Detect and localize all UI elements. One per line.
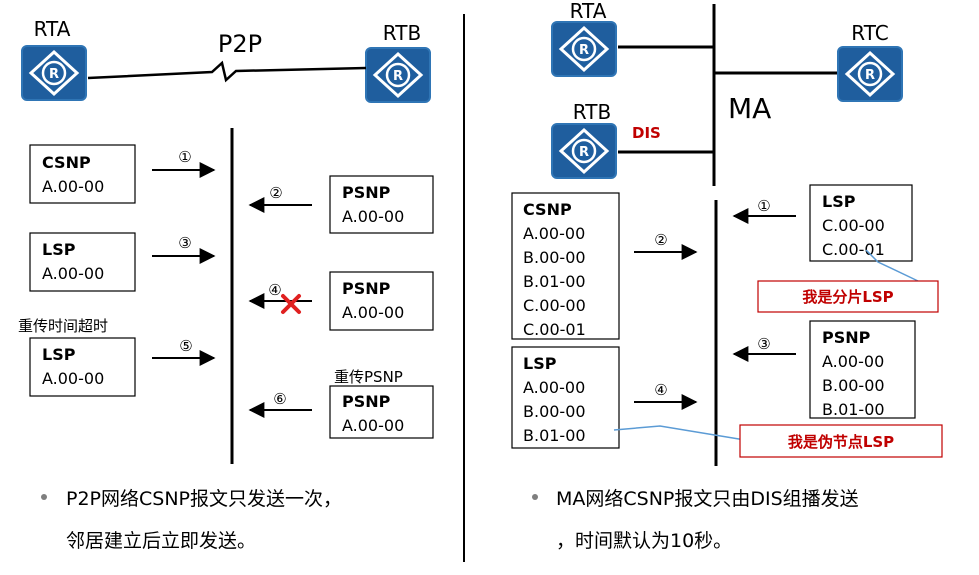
router-icon [836, 45, 904, 103]
svg-text:C.00-01: C.00-01 [822, 240, 885, 259]
svg-text:PSNP: PSNP [822, 328, 871, 347]
bullet-dot [532, 494, 538, 500]
bullet-line-1: P2P网络CSNP报文只发送一次， [66, 488, 342, 510]
lsp-box: LSP A.00-00 [29, 232, 136, 292]
svg-text:PSNP: PSNP [342, 183, 391, 202]
svg-text:LSP: LSP [42, 240, 76, 259]
csnp-box: CSNP A.00-00 B.00-00 B.01-00 C.00-00 C.0… [511, 192, 620, 340]
step-label: ② [654, 231, 667, 249]
svg-text:CSNP: CSNP [42, 153, 91, 172]
svg-text:C.00-00: C.00-00 [523, 296, 586, 315]
router-rtc-right: RTC [836, 21, 904, 103]
step-label: ① [178, 148, 191, 166]
note-retransmit-psnp: 重传PSNP [334, 368, 403, 386]
note-retransmit-timeout: 重传时间超时 [18, 317, 108, 335]
step-label: ④ [654, 381, 667, 399]
callout-pseudonode-lsp: 我是伪节点LSP [613, 424, 943, 458]
svg-text:B.01-00: B.01-00 [822, 400, 885, 419]
router-icon [20, 44, 88, 102]
lost-packet-cross-icon [281, 294, 301, 314]
lsp-box: LSP A.00-00 [29, 337, 136, 397]
svg-text:A.00-00: A.00-00 [523, 378, 585, 397]
psnp-box: PSNP A.00-00 [329, 271, 434, 331]
callout-fragment-lsp: 我是分片LSP [757, 249, 939, 313]
router-rta-right: RTA [550, 0, 618, 78]
step-label: ③ [178, 234, 191, 252]
router-rtb-right: RTB DIS [550, 100, 661, 180]
left-panel: RTA RTB P2P CSNP A.00-00 PSNP A.00-00 LS… [18, 17, 434, 552]
svg-text:A.00-00: A.00-00 [42, 369, 104, 388]
router-icon [364, 46, 432, 104]
p2p-label: P2P [218, 30, 262, 58]
svg-text:LSP: LSP [42, 345, 76, 364]
step-label: ⑤ [179, 337, 192, 355]
step-label: ① [757, 197, 770, 215]
router-icon [550, 122, 618, 180]
svg-text:A.00-00: A.00-00 [342, 303, 404, 322]
svg-text:C.00-01: C.00-01 [523, 320, 586, 339]
bullet-line-2: ，时间默认为10秒。 [556, 530, 732, 552]
svg-text:A.00-00: A.00-00 [42, 264, 104, 283]
router-icon [550, 20, 618, 78]
p2p-link [87, 60, 367, 83]
svg-text:B.01-00: B.01-00 [523, 426, 586, 445]
router-label: RTC [851, 21, 888, 45]
step-label: ④ [268, 281, 281, 299]
router-label: RTA [34, 17, 71, 41]
router-rtb-left: RTB [364, 21, 432, 104]
svg-text:LSP: LSP [523, 354, 557, 373]
psnp-box: PSNP A.00-00 B.00-00 B.01-00 [809, 320, 916, 419]
svg-text:A.00-00: A.00-00 [42, 177, 104, 196]
lsp-box: LSP A.00-00 B.00-00 B.01-00 [511, 346, 620, 449]
svg-text:A.00-00: A.00-00 [342, 416, 404, 435]
dis-label: DIS [632, 124, 661, 142]
bullet-line-1: MA网络CSNP报文只由DIS组播发送 [556, 488, 859, 510]
bullet-dot [41, 494, 47, 500]
step-label: ② [269, 184, 282, 202]
svg-text:B.01-00: B.01-00 [523, 272, 586, 291]
bullet-line-2: 邻居建立后立即发送。 [66, 530, 256, 552]
svg-text:B.00-00: B.00-00 [523, 248, 586, 267]
router-label: RTA [570, 0, 607, 23]
svg-text:PSNP: PSNP [342, 392, 391, 411]
svg-text:A.00-00: A.00-00 [822, 352, 884, 371]
svg-text:B.00-00: B.00-00 [822, 376, 885, 395]
svg-text:C.00-00: C.00-00 [822, 216, 885, 235]
svg-text:A.00-00: A.00-00 [523, 224, 585, 243]
svg-text:LSP: LSP [822, 192, 856, 211]
svg-text:A.00-00: A.00-00 [342, 207, 404, 226]
router-rta-left: RTA [20, 17, 88, 102]
lsp-box: LSP C.00-00 C.00-01 [809, 184, 913, 262]
svg-text:B.00-00: B.00-00 [523, 402, 586, 421]
svg-text:CSNP: CSNP [523, 200, 572, 219]
csnp-box: CSNP A.00-00 [29, 144, 136, 204]
router-label: RTB [573, 100, 611, 124]
right-panel: MA RTA RTB DIS RTC LSP C.00-00 C.00-01 C… [511, 0, 943, 552]
svg-text:PSNP: PSNP [342, 279, 391, 298]
ma-label: MA [728, 92, 771, 125]
svg-text:我是伪节点LSP: 我是伪节点LSP [788, 433, 894, 451]
psnp-box: PSNP A.00-00 [329, 385, 434, 439]
psnp-box: PSNP A.00-00 [329, 175, 434, 234]
svg-text:我是分片LSP: 我是分片LSP [802, 288, 893, 306]
step-label: ③ [757, 335, 770, 353]
step-label: ⑥ [273, 390, 286, 408]
router-label: RTB [383, 21, 421, 45]
